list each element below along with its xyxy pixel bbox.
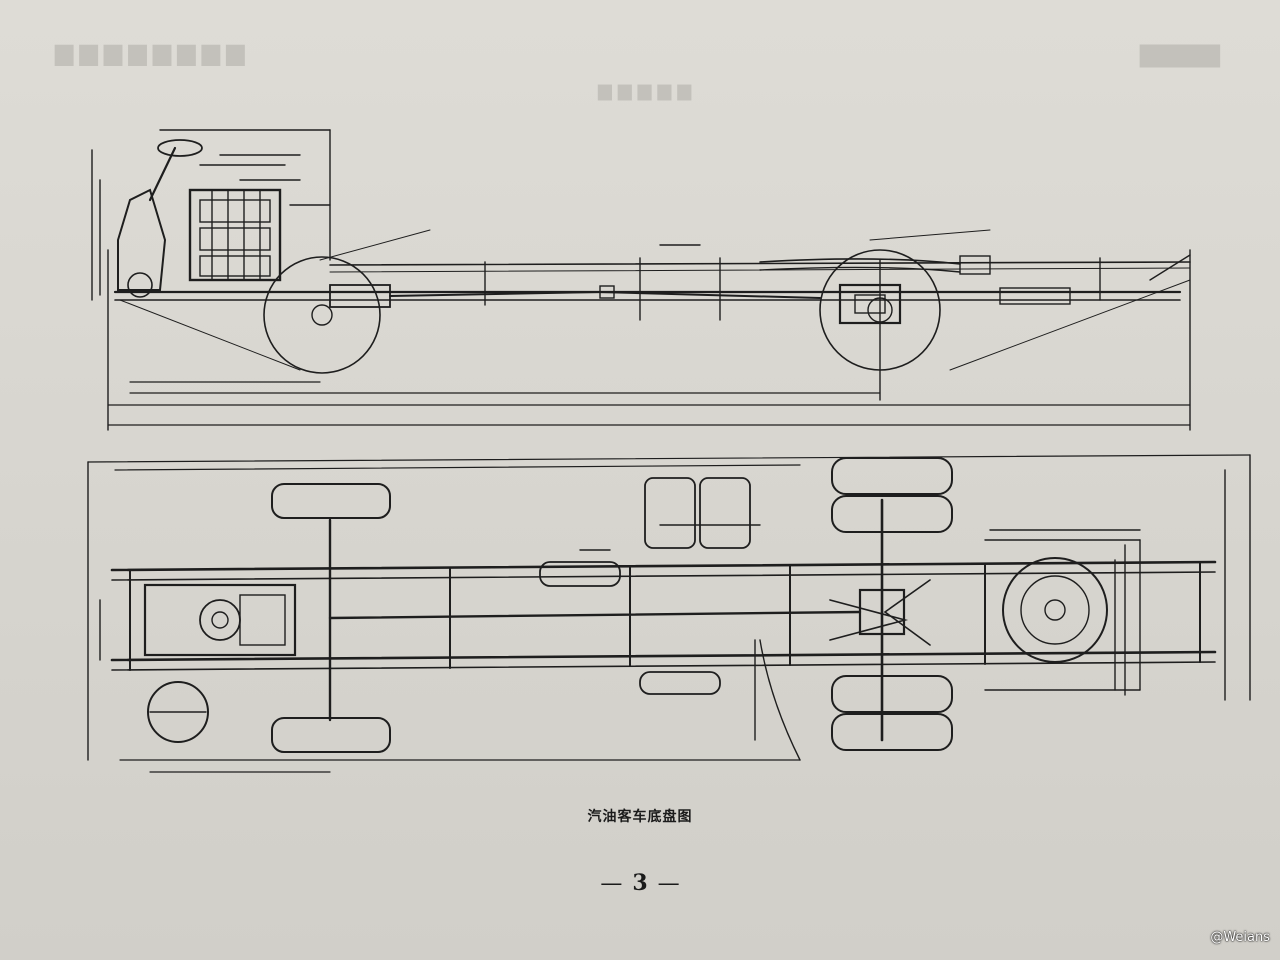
page-number-dash-left: —: [600, 871, 623, 896]
plan-view-drawing: [87, 454, 1251, 773]
page-number-value: 3: [632, 870, 648, 896]
side-view-drawing: [91, 129, 1191, 431]
watermark: @Weians: [1210, 930, 1270, 945]
figure-caption: 汽油客车底盘图: [587, 809, 693, 825]
page-number: — 3 —: [0, 870, 1280, 896]
page-number-dash-right: —: [657, 871, 680, 896]
